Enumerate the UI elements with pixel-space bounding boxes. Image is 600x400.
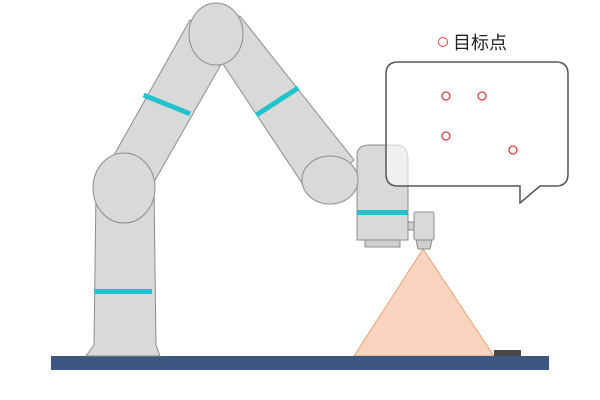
camera-mount [407, 221, 415, 231]
joint-ring-lower-arm [142, 92, 191, 117]
robot-shoulder-joint [92, 152, 156, 224]
camera-lens [415, 239, 433, 250]
target-point [477, 91, 487, 101]
table-block [494, 350, 521, 356]
target-point [508, 145, 518, 155]
target-point [441, 131, 451, 141]
joint-ring-upper-arm [254, 85, 300, 118]
target-point [441, 91, 451, 101]
joint-ring-base [94, 289, 152, 294]
target-point-icon [438, 37, 448, 47]
robot-wrist-joint [301, 155, 359, 205]
joint-ring-wrist [357, 210, 408, 215]
wrist-flange [364, 239, 401, 248]
target-points [441, 91, 518, 155]
legend: 目标点 [438, 30, 507, 54]
base-table [51, 356, 549, 370]
robot-elbow-joint [188, 2, 244, 66]
target-bubble [385, 61, 569, 205]
legend-label: 目标点 [453, 33, 507, 54]
camera-body [413, 211, 435, 241]
camera-view-cone [353, 248, 495, 357]
